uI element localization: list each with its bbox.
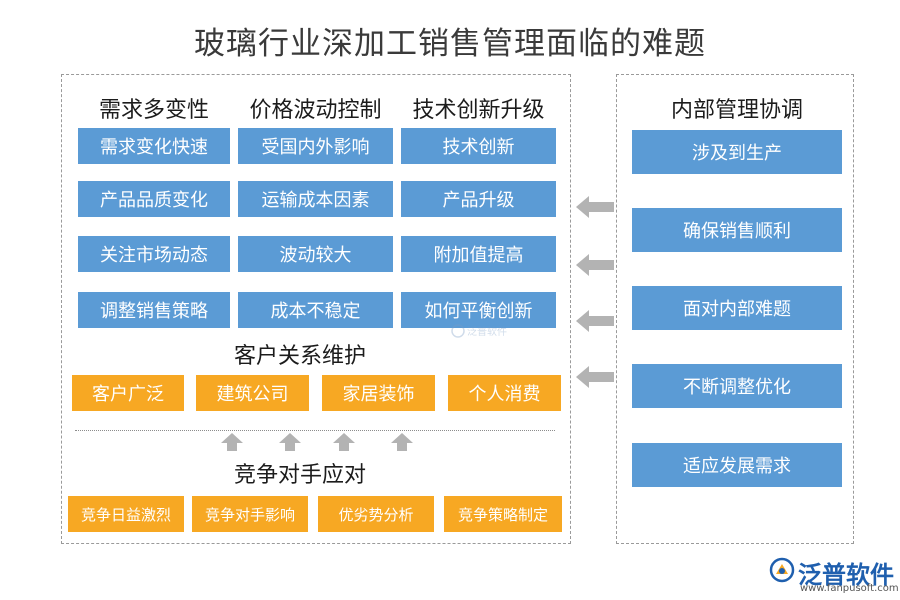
internal-item: 适应发展需求 bbox=[632, 443, 842, 487]
customer-item: 个人消费 bbox=[448, 375, 561, 411]
customer-item: 家居装饰 bbox=[322, 375, 435, 411]
up-arrow-icon bbox=[391, 433, 413, 451]
brand-name: 泛普软件 bbox=[798, 561, 894, 589]
price-item: 波动较大 bbox=[238, 236, 393, 272]
demand-item: 需求变化快速 bbox=[78, 128, 230, 164]
tech-item: 技术创新 bbox=[401, 128, 556, 164]
column-heading-price: 价格波动控制 bbox=[249, 98, 382, 123]
internal-item: 确保销售顺利 bbox=[632, 208, 842, 252]
up-arrow-icon bbox=[279, 433, 301, 451]
watermark-logo-icon: 泛普软件 bbox=[451, 324, 507, 338]
demand-item: 产品品质变化 bbox=[78, 181, 230, 217]
customer-item: 客户广泛 bbox=[72, 375, 184, 411]
competition-item: 竞争对手影响 bbox=[192, 496, 308, 532]
svg-text:泛普软件: 泛普软件 bbox=[467, 325, 507, 338]
brand-logo-icon bbox=[769, 557, 795, 583]
left-arrow-icon bbox=[576, 254, 614, 276]
column-heading-demand: 需求多变性 bbox=[98, 98, 209, 123]
tech-item: 如何平衡创新 bbox=[401, 292, 556, 328]
left-arrow-icon bbox=[576, 310, 614, 332]
demand-item: 调整销售策略 bbox=[78, 292, 230, 328]
up-arrow-icon bbox=[333, 433, 355, 451]
left-arrow-icon bbox=[576, 366, 614, 388]
tech-item: 产品升级 bbox=[401, 181, 556, 217]
left-panel bbox=[61, 74, 571, 544]
up-arrow-icon bbox=[221, 433, 243, 451]
internal-item: 涉及到生产 bbox=[632, 130, 842, 174]
section-heading-internal: 内部管理协调 bbox=[670, 98, 803, 123]
price-item: 运输成本因素 bbox=[238, 181, 393, 217]
left-arrow-icon bbox=[576, 196, 614, 218]
internal-item: 面对内部难题 bbox=[632, 286, 842, 330]
price-item: 受国内外影响 bbox=[238, 128, 393, 164]
column-heading-tech: 技术创新升级 bbox=[412, 98, 545, 123]
section-divider bbox=[75, 430, 555, 431]
section-heading-customer: 客户关系维护 bbox=[233, 344, 366, 369]
demand-item: 关注市场动态 bbox=[78, 236, 230, 272]
internal-item: 不断调整优化 bbox=[632, 364, 842, 408]
section-heading-competition: 竞争对手应对 bbox=[233, 463, 366, 488]
page-title: 玻璃行业深加工销售管理面临的难题 bbox=[194, 26, 706, 62]
brand-url: www.fanpusoft.com bbox=[800, 583, 899, 594]
tech-item: 附加值提高 bbox=[401, 236, 556, 272]
customer-item: 建筑公司 bbox=[196, 375, 309, 411]
competition-item: 优劣势分析 bbox=[318, 496, 434, 532]
price-item: 成本不稳定 bbox=[238, 292, 393, 328]
competition-item: 竞争日益激烈 bbox=[68, 496, 184, 532]
competition-item: 竞争策略制定 bbox=[444, 496, 562, 532]
right-panel bbox=[616, 74, 854, 544]
